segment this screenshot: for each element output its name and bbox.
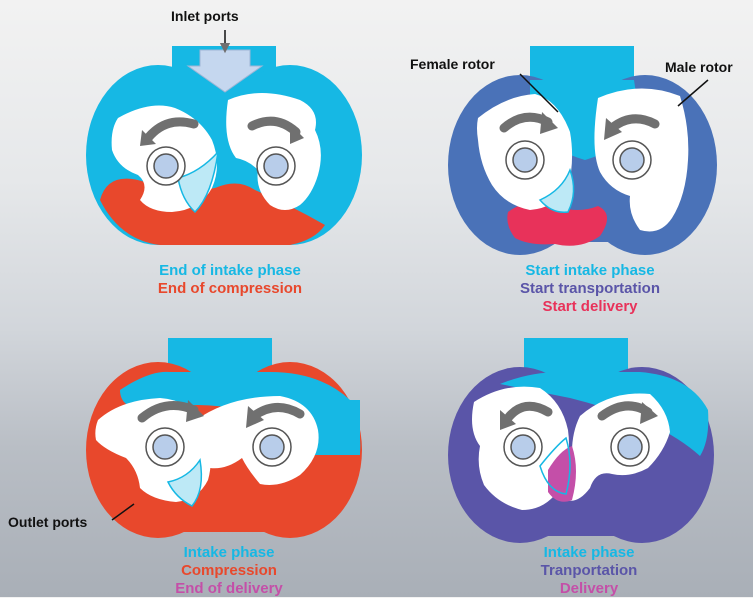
left-shaft xyxy=(145,427,185,467)
right-shaft xyxy=(252,427,292,467)
caption-delivery: Delivery xyxy=(559,580,619,597)
male-rotor-label: Male rotor xyxy=(665,59,733,75)
panel2-caption: Start intake phase Start transportation … xyxy=(460,262,720,316)
caption-transport: Start transportation xyxy=(519,280,660,297)
panel-intake-transport xyxy=(448,338,714,543)
caption-delivery: End of delivery xyxy=(175,580,283,597)
rotation-arrow-icon xyxy=(247,116,304,144)
inlet-ports-label: Inlet ports xyxy=(171,8,239,24)
left-shaft xyxy=(503,427,543,467)
right-shaft xyxy=(610,427,650,467)
rotation-arrow-icon xyxy=(500,401,553,430)
left-shaft xyxy=(146,146,186,186)
panel-intake-compression xyxy=(86,338,362,538)
rotation-arrow-icon xyxy=(137,400,204,423)
rotation-arrow-icon xyxy=(597,401,658,424)
right-shaft xyxy=(256,146,296,186)
left-shaft xyxy=(505,140,545,180)
panel-end-of-intake xyxy=(86,30,362,245)
delivery-pocket xyxy=(548,446,576,502)
panel-start-intake xyxy=(448,46,717,255)
panel1-caption: End of intake phase End of compression xyxy=(100,262,360,298)
caption-compression: Compression xyxy=(181,562,277,579)
caption-transport: Tranportation xyxy=(540,562,638,579)
caption-delivery: Start delivery xyxy=(542,298,638,315)
right-shaft xyxy=(612,140,652,180)
delivery-chamber xyxy=(507,202,608,246)
inlet-arrow-icon xyxy=(186,49,264,93)
rotation-arrow-icon xyxy=(140,117,199,146)
trapped-pocket xyxy=(166,458,203,507)
outlet-ports-label: Outlet ports xyxy=(8,514,88,530)
caption-intake: Intake phase xyxy=(543,544,635,561)
panel3-caption: Intake phase Compression End of delivery xyxy=(99,544,359,598)
rotation-arrow-icon xyxy=(246,403,305,428)
rotation-arrow-icon xyxy=(604,114,660,140)
trapped-pocket xyxy=(538,167,575,213)
caption-compression: End of compression xyxy=(157,280,303,297)
panel4-caption: Intake phase Tranportation Delivery xyxy=(459,544,719,598)
rotation-arrow-icon xyxy=(499,112,558,134)
trapped-pocket xyxy=(539,436,571,495)
caption-intake: Intake phase xyxy=(183,544,275,561)
caption-intake: End of intake phase xyxy=(159,262,301,279)
female-rotor-label: Female rotor xyxy=(410,56,495,72)
caption-intake: Start intake phase xyxy=(525,262,655,279)
trapped-pocket xyxy=(177,149,220,214)
